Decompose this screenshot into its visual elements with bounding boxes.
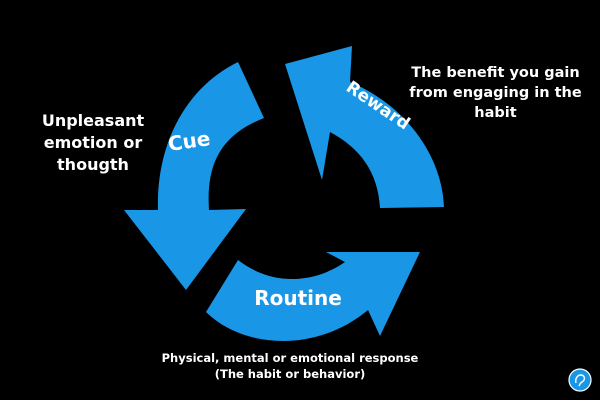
routine-description: Physical, mental or emotional response (…	[130, 350, 450, 382]
routine-label: Routine	[254, 286, 342, 310]
routine-arrow	[206, 252, 420, 341]
reward-arrow	[285, 46, 444, 208]
routine-description-line2: (The habit or behavior)	[214, 367, 366, 381]
cue-description: Unpleasant emotion or thougth	[41, 111, 145, 174]
brain-logo-icon	[568, 368, 592, 392]
routine-description-line1: Physical, mental or emotional response	[161, 351, 419, 365]
cue-label: Cue	[166, 126, 211, 156]
reward-description: The benefit you gain from engaging in th…	[409, 65, 582, 121]
cue-arrow	[124, 62, 264, 290]
